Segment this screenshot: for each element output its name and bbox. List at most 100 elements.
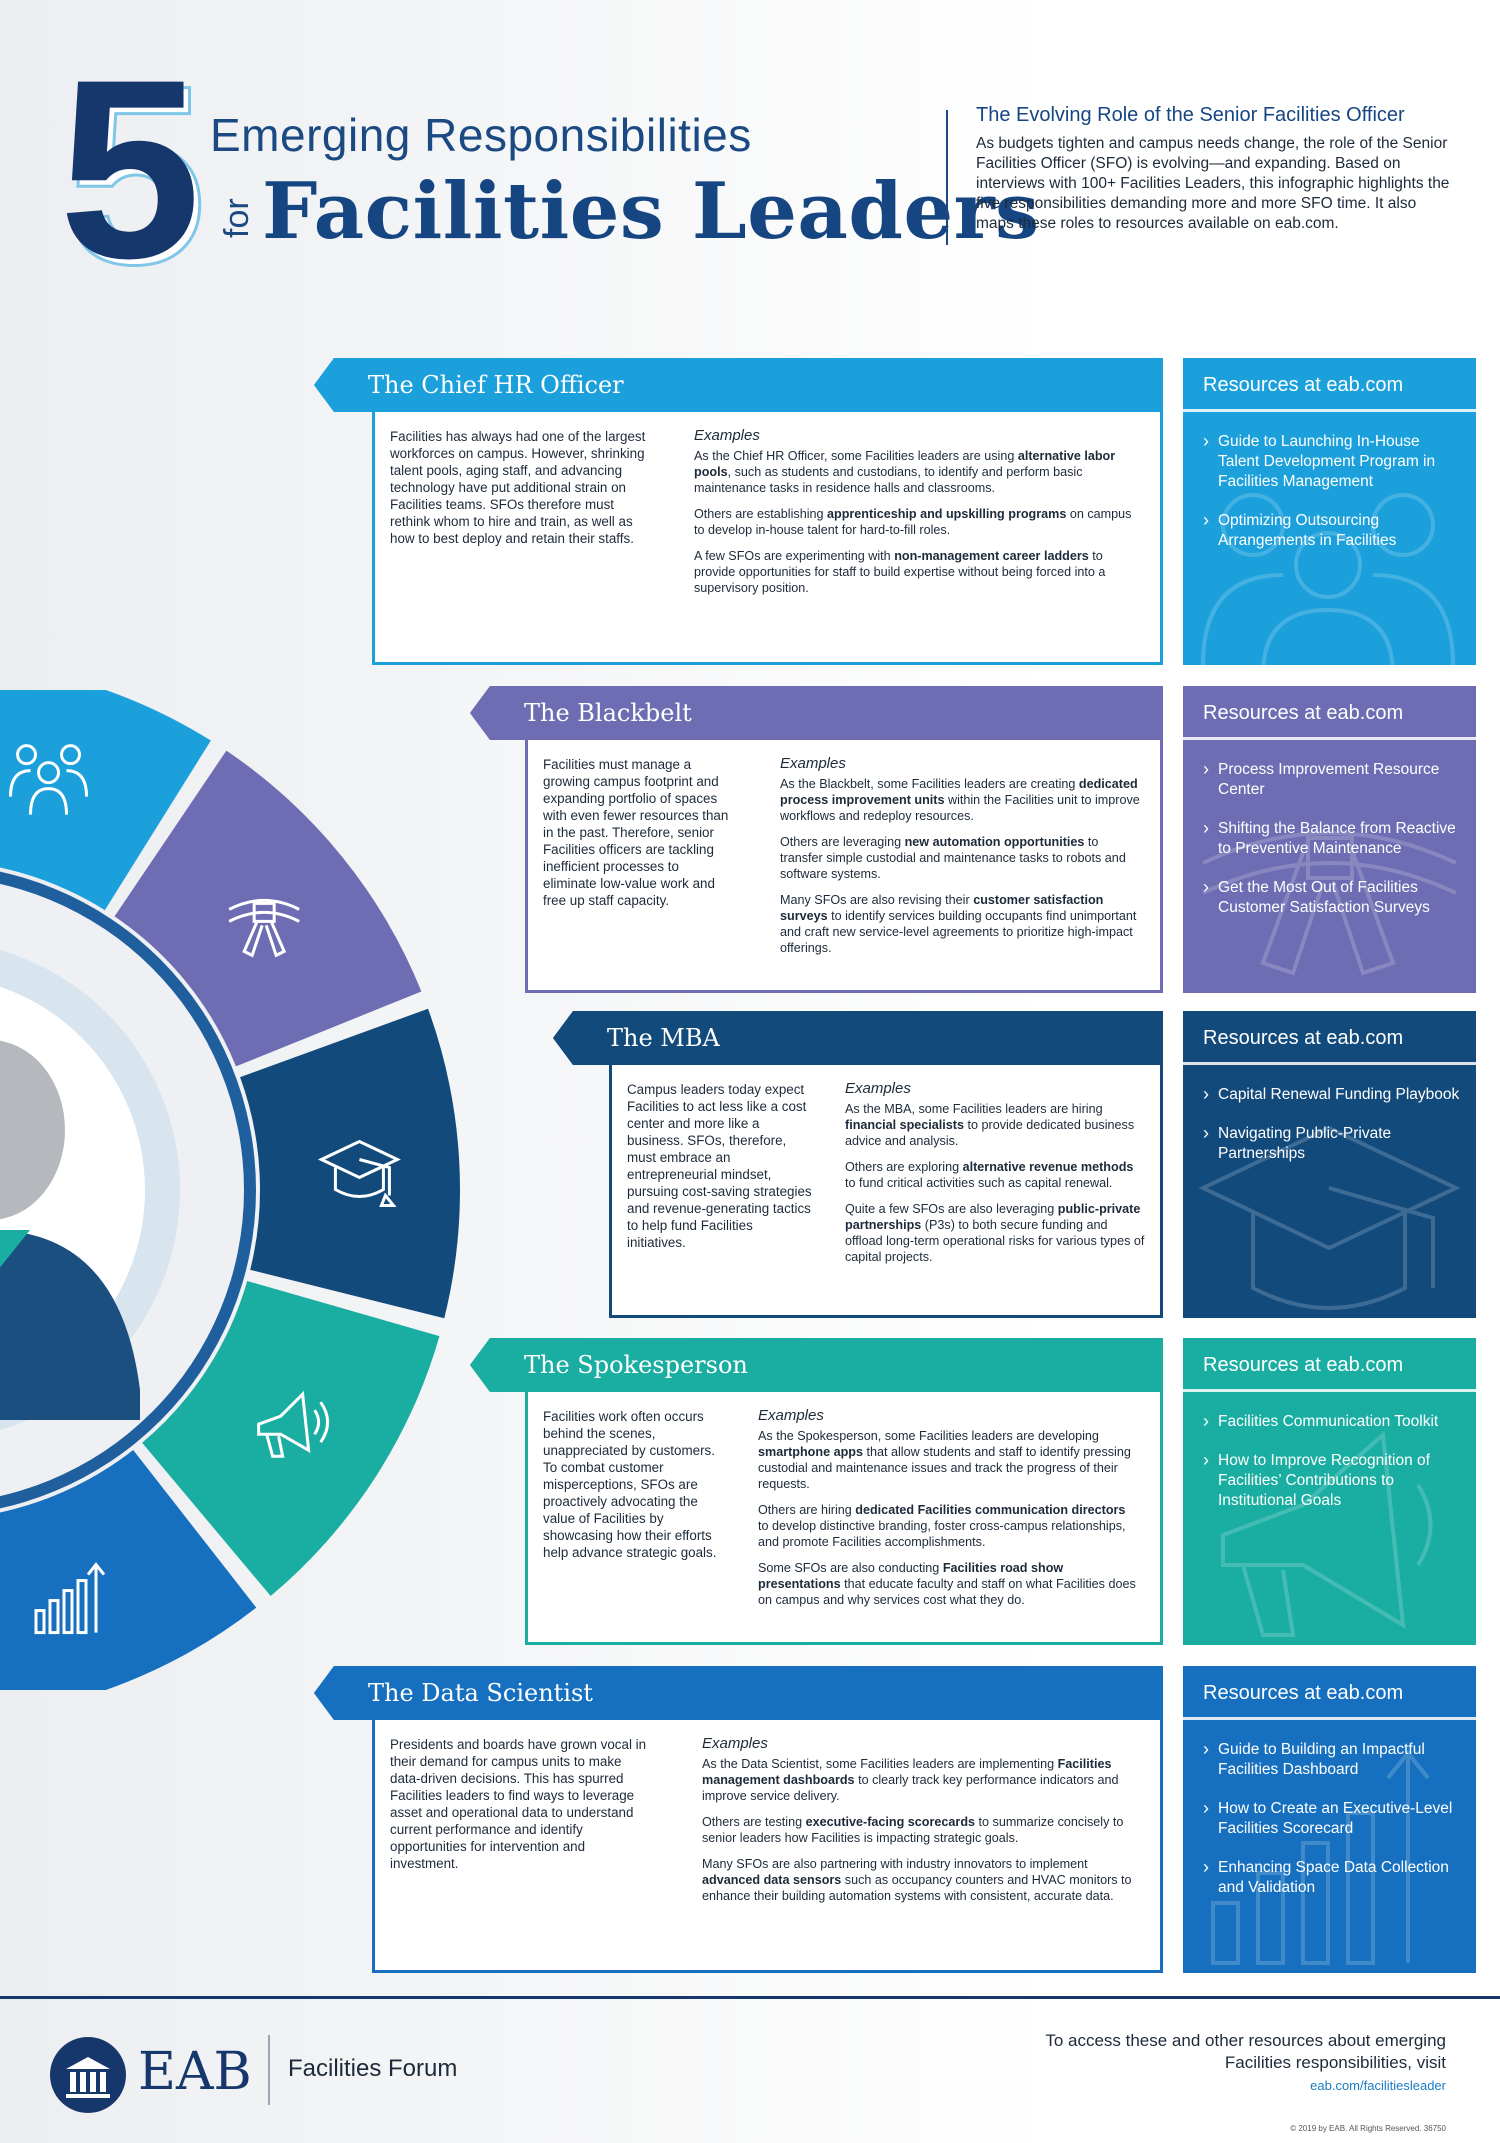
section-intro-mba: Campus leaders today expect Facilities t… — [627, 1082, 812, 1250]
example-paragraph: As the Blackbelt, some Facilities leader… — [780, 776, 1140, 824]
example-highlight: Facilities road show presentations — [758, 1561, 1064, 1591]
example-paragraph: As the Spokesperson, some Facilities lea… — [758, 1428, 1138, 1492]
section-banner-mba: The MBA — [553, 1011, 1163, 1065]
example-text: within the Facilities unit to improve wo… — [780, 793, 1140, 823]
example-paragraph: Others are leveraging new automation opp… — [780, 834, 1140, 882]
wheel-mega-icon — [257, 1390, 330, 1458]
example-text: to provide opportunities for staff to bu… — [694, 549, 1106, 595]
resource-link[interactable]: Process Improvement Resource Center — [1203, 759, 1464, 800]
wheel-segment-blackbelt — [114, 750, 422, 1067]
example-paragraph: Many SFOs are also revising their custom… — [780, 892, 1140, 956]
example-paragraph: Others are exploring alternative revenue… — [845, 1159, 1145, 1191]
example-highlight: financial specialists — [845, 1118, 964, 1132]
section-intro-blackbelt: Facilities must manage a growing campus … — [543, 757, 729, 908]
resource-link[interactable]: How to Improve Recognition of Facilities… — [1203, 1450, 1464, 1511]
eab-logo-icon — [50, 2037, 126, 2113]
section-banner-blackbelt: The Blackbelt — [470, 686, 1163, 740]
examples-heading: Examples — [758, 1407, 824, 1424]
resource-link[interactable]: Optimizing Outsourcing Arrangements in F… — [1203, 510, 1464, 551]
resources-list: Guide to Building an Impactful Facilitie… — [1183, 1720, 1476, 1898]
avatar-person-icon — [0, 1040, 140, 1420]
wheel-segment-mba — [240, 1008, 460, 1319]
page-title: Facilities Leaders — [262, 166, 1040, 257]
example-highlight: smartphone apps — [758, 1445, 863, 1459]
example-highlight: dedicated Facilities communication direc… — [855, 1503, 1126, 1517]
example-text: that allow students and staff to identif… — [758, 1445, 1131, 1491]
section-banner-arrow — [553, 1011, 573, 1065]
example-highlight: customer satisfaction surveys — [780, 893, 1104, 923]
resource-link[interactable]: Guide to Building an Impactful Facilitie… — [1203, 1739, 1464, 1780]
example-text: that educate faculty and staff on what F… — [758, 1577, 1136, 1607]
example-highlight: Facilities management dashboards — [702, 1757, 1112, 1787]
resource-link[interactable]: Capital Renewal Funding Playbook — [1203, 1084, 1464, 1105]
example-paragraph: Many SFOs are also partnering with indus… — [702, 1856, 1132, 1904]
resource-link[interactable]: Shifting the Balance from Reactive to Pr… — [1203, 818, 1464, 859]
wheel-segment-hr — [0, 690, 211, 911]
number-five-graphic: 5 5 — [59, 52, 205, 277]
section-banner-spokesperson: The Spokesperson — [470, 1338, 1163, 1392]
resource-link[interactable]: How to Create an Executive-Level Facilit… — [1203, 1798, 1464, 1839]
five-numeral: 5 — [59, 52, 201, 277]
section-panel-blackbelt — [525, 740, 1163, 993]
section-intro-spokesperson: Facilities work often occurs behind the … — [543, 1409, 717, 1560]
example-text: to develop distinctive branding, foster … — [758, 1519, 1126, 1549]
section-banner-arrow — [314, 358, 334, 412]
example-text: As the Spokesperson, some Facilities lea… — [758, 1429, 1099, 1443]
resources-title: Resources at eab.com — [1183, 358, 1476, 412]
resources-list: Guide to Launching In-House Talent Devel… — [1183, 412, 1476, 551]
example-highlight: new automation opportunities — [904, 835, 1085, 849]
resources-panel-hr: Resources at eab.comGuide to Launching I… — [1183, 358, 1476, 665]
example-text: to identify services building occupants … — [780, 909, 1137, 955]
resource-link[interactable]: Guide to Launching In-House Talent Devel… — [1203, 431, 1464, 492]
resources-title: Resources at eab.com — [1183, 1011, 1476, 1065]
example-paragraph: Others are establishing apprenticeship a… — [694, 506, 1134, 538]
footer-cta: To access these and other resources abou… — [1045, 2031, 1446, 2072]
example-highlight: executive-facing scorecards — [805, 1815, 976, 1829]
wheel-people-icon — [9, 744, 89, 815]
example-text: As the MBA, some Facilities leaders are … — [845, 1102, 1103, 1116]
section-intro-hr: Facilities has always had one of the lar… — [390, 429, 646, 546]
example-text: , such as students and custodians, to id… — [694, 465, 1083, 495]
section-panel-spokesperson — [525, 1392, 1163, 1645]
example-highlight: alternative revenue methods — [962, 1160, 1134, 1174]
example-text: Others are establishing — [694, 507, 828, 521]
section-banner-data: The Data Scientist — [314, 1666, 1163, 1720]
section-panel-data — [372, 1720, 1163, 1973]
example-text: on campus to develop in-house talent for… — [694, 507, 1132, 537]
example-text: Many SFOs are also revising their — [780, 893, 974, 907]
resource-link[interactable]: Get the Most Out of Facilities Customer … — [1203, 877, 1464, 918]
resources-title: Resources at eab.com — [1183, 1338, 1476, 1392]
eab-brand: EAB — [138, 2042, 252, 2102]
example-text: Others are hiring — [758, 1503, 856, 1517]
example-text: (P3s) to both secure funding and offload… — [845, 1218, 1145, 1264]
section-banner-hr: The Chief HR Officer — [314, 358, 1163, 412]
section-panel-hr — [372, 412, 1163, 665]
example-text: to clearly track key performance indicat… — [702, 1773, 1119, 1803]
example-highlight: non-management career ladders — [894, 549, 1089, 563]
example-paragraph: As the MBA, some Facilities leaders are … — [845, 1101, 1145, 1149]
example-highlight: dedicated process improvement units — [780, 777, 1138, 807]
example-paragraph: Others are testing executive-facing scor… — [702, 1814, 1132, 1846]
resource-link[interactable]: Navigating Public-Private Partnerships — [1203, 1123, 1464, 1164]
examples-heading: Examples — [694, 427, 760, 444]
section-banner-arrow — [470, 686, 490, 740]
footer-divider — [0, 1996, 1500, 1999]
example-highlight: advanced data sensors — [702, 1873, 842, 1887]
footer-link[interactable]: eab.com/facilitiesleader — [1310, 2078, 1446, 2093]
example-paragraph: Others are hiring dedicated Facilities c… — [758, 1502, 1138, 1550]
resources-panel-mba: Resources at eab.comCapital Renewal Fund… — [1183, 1011, 1476, 1318]
section-panel-mba — [609, 1065, 1163, 1318]
section-examples-spokesperson: Examples As the Spokesperson, some Facili… — [758, 1408, 1138, 1618]
example-paragraph: Quite a few SFOs are also leveraging pub… — [845, 1201, 1145, 1265]
resources-title: Resources at eab.com — [1183, 686, 1476, 740]
resources-list: Facilities Communication ToolkitHow to I… — [1183, 1392, 1476, 1511]
example-text: As the Data Scientist, some Facilities l… — [702, 1757, 1058, 1771]
example-text: to provide dedicated business advice and… — [845, 1118, 1135, 1148]
resource-link[interactable]: Enhancing Space Data Collection and Vali… — [1203, 1857, 1464, 1898]
resource-link[interactable]: Facilities Communication Toolkit — [1203, 1411, 1464, 1432]
resources-panel-data: Resources at eab.comGuide to Building an… — [1183, 1666, 1476, 1973]
examples-heading: Examples — [702, 1735, 768, 1752]
resources-panel-blackbelt: Resources at eab.comProcess Improvement … — [1183, 686, 1476, 993]
